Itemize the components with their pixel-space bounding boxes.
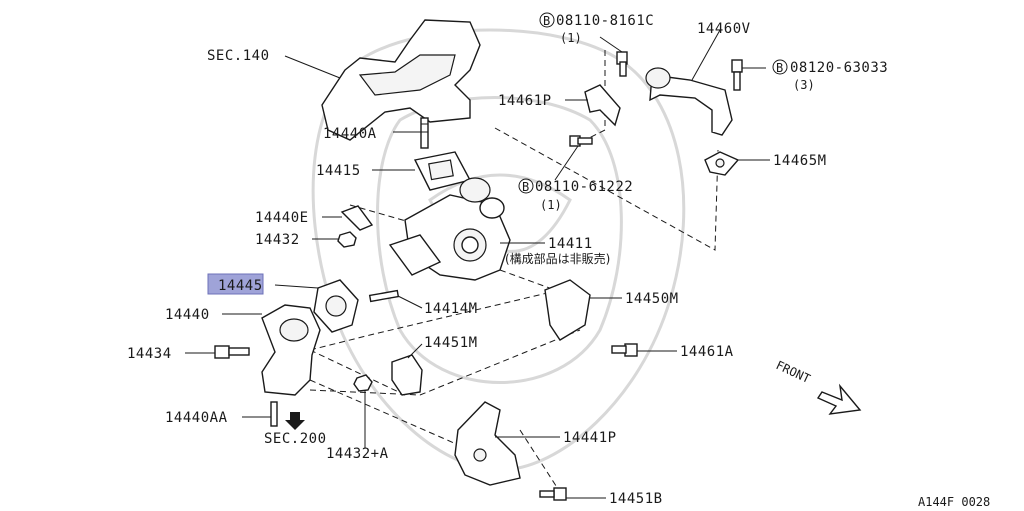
nut-14432A[interactable] bbox=[353, 374, 373, 392]
bolt-symbol-3: B bbox=[522, 180, 529, 194]
heat-shield-14451M[interactable] bbox=[391, 354, 423, 396]
label-14451B[interactable]: 14451B bbox=[609, 491, 663, 507]
drawing-code: A144F 0028 bbox=[918, 495, 990, 509]
gasket-14445[interactable] bbox=[313, 279, 359, 333]
gasket-14465M[interactable] bbox=[704, 151, 740, 176]
bolt-14434[interactable] bbox=[214, 345, 250, 359]
front-arrow-icon bbox=[816, 383, 862, 415]
leader-lines bbox=[185, 29, 770, 499]
label-sec200[interactable]: SEC.200 bbox=[264, 431, 327, 447]
turbocharger-14411[interactable] bbox=[388, 177, 511, 281]
nut-14432[interactable] bbox=[337, 231, 357, 248]
label-14434[interactable]: 14434 bbox=[127, 346, 172, 362]
label-14461P[interactable]: 14461P bbox=[498, 93, 552, 109]
bolt-14451B[interactable] bbox=[539, 487, 567, 501]
label-bolt-08120-63033[interactable]: 08120-63033 bbox=[790, 60, 888, 76]
label-14461A[interactable]: 14461A bbox=[680, 344, 734, 360]
bolt-symbol-2: B bbox=[776, 61, 783, 75]
label-bolt3-qty: (1) bbox=[540, 198, 562, 212]
down-arrow-icon bbox=[285, 412, 305, 430]
label-14465M[interactable]: 14465M bbox=[773, 153, 827, 169]
label-bolt-08110-61222[interactable]: 08110-61222 bbox=[535, 179, 633, 195]
stud-14440A[interactable] bbox=[420, 117, 429, 149]
label-14451M[interactable]: 14451M bbox=[424, 335, 478, 351]
label-14432A[interactable]: 14432+A bbox=[326, 446, 389, 462]
label-14460V[interactable]: 14460V bbox=[697, 21, 751, 37]
label-14440AA[interactable]: 14440AA bbox=[165, 410, 228, 426]
stud-14440AA[interactable] bbox=[270, 401, 278, 427]
label-14411-note: (構成部品は非販売) bbox=[505, 251, 610, 266]
bolt-symbol-icon bbox=[772, 59, 788, 75]
front-direction-indicator: FRONT bbox=[774, 358, 862, 415]
label-bolt-08110-8161C[interactable]: 08110-8161C bbox=[556, 13, 654, 29]
exhaust-manifold[interactable] bbox=[321, 19, 481, 141]
stud-14414M[interactable] bbox=[368, 289, 400, 303]
label-14450M[interactable]: 14450M bbox=[625, 291, 679, 307]
heat-shield-14441P[interactable] bbox=[454, 401, 521, 486]
bolt-symbol-icon bbox=[539, 12, 555, 28]
part-labels: SEC.140 14440A 14415 14440E 14432 14445 … bbox=[127, 12, 990, 509]
label-14441P[interactable]: 14441P bbox=[563, 430, 617, 446]
bracket-14440E[interactable] bbox=[340, 205, 374, 231]
water-pipe-14460V[interactable] bbox=[645, 67, 733, 136]
bolt-08120-63033[interactable] bbox=[731, 59, 743, 91]
gasket-14415[interactable] bbox=[413, 151, 472, 191]
outlet-elbow-14440[interactable] bbox=[261, 304, 321, 396]
label-14415[interactable]: 14415 bbox=[316, 163, 361, 179]
label-14414M[interactable]: 14414M bbox=[424, 301, 478, 317]
heat-shield-14450M[interactable] bbox=[544, 279, 591, 341]
label-sec140[interactable]: SEC.140 bbox=[207, 48, 270, 64]
front-label: FRONT bbox=[774, 358, 813, 386]
label-14440[interactable]: 14440 bbox=[165, 307, 210, 323]
label-14411[interactable]: 14411 bbox=[548, 236, 593, 252]
highlight-14445 bbox=[207, 273, 264, 295]
label-14440A[interactable]: 14440A bbox=[323, 126, 377, 142]
bracket-14461P[interactable] bbox=[584, 84, 621, 127]
label-14440E[interactable]: 14440E bbox=[255, 210, 309, 226]
bolt-08110-8161C[interactable] bbox=[616, 51, 628, 77]
bolt-symbol-1: B bbox=[543, 14, 550, 28]
bolt-symbol-icon bbox=[518, 178, 534, 194]
label-14432[interactable]: 14432 bbox=[255, 232, 300, 248]
label-14445[interactable]: 14445 bbox=[218, 278, 263, 294]
label-bolt1-qty: (1) bbox=[560, 31, 582, 45]
bolt-08110-61222[interactable] bbox=[569, 135, 593, 147]
bolt-14461A[interactable] bbox=[611, 343, 638, 357]
label-bolt2-qty: (3) bbox=[793, 78, 815, 92]
